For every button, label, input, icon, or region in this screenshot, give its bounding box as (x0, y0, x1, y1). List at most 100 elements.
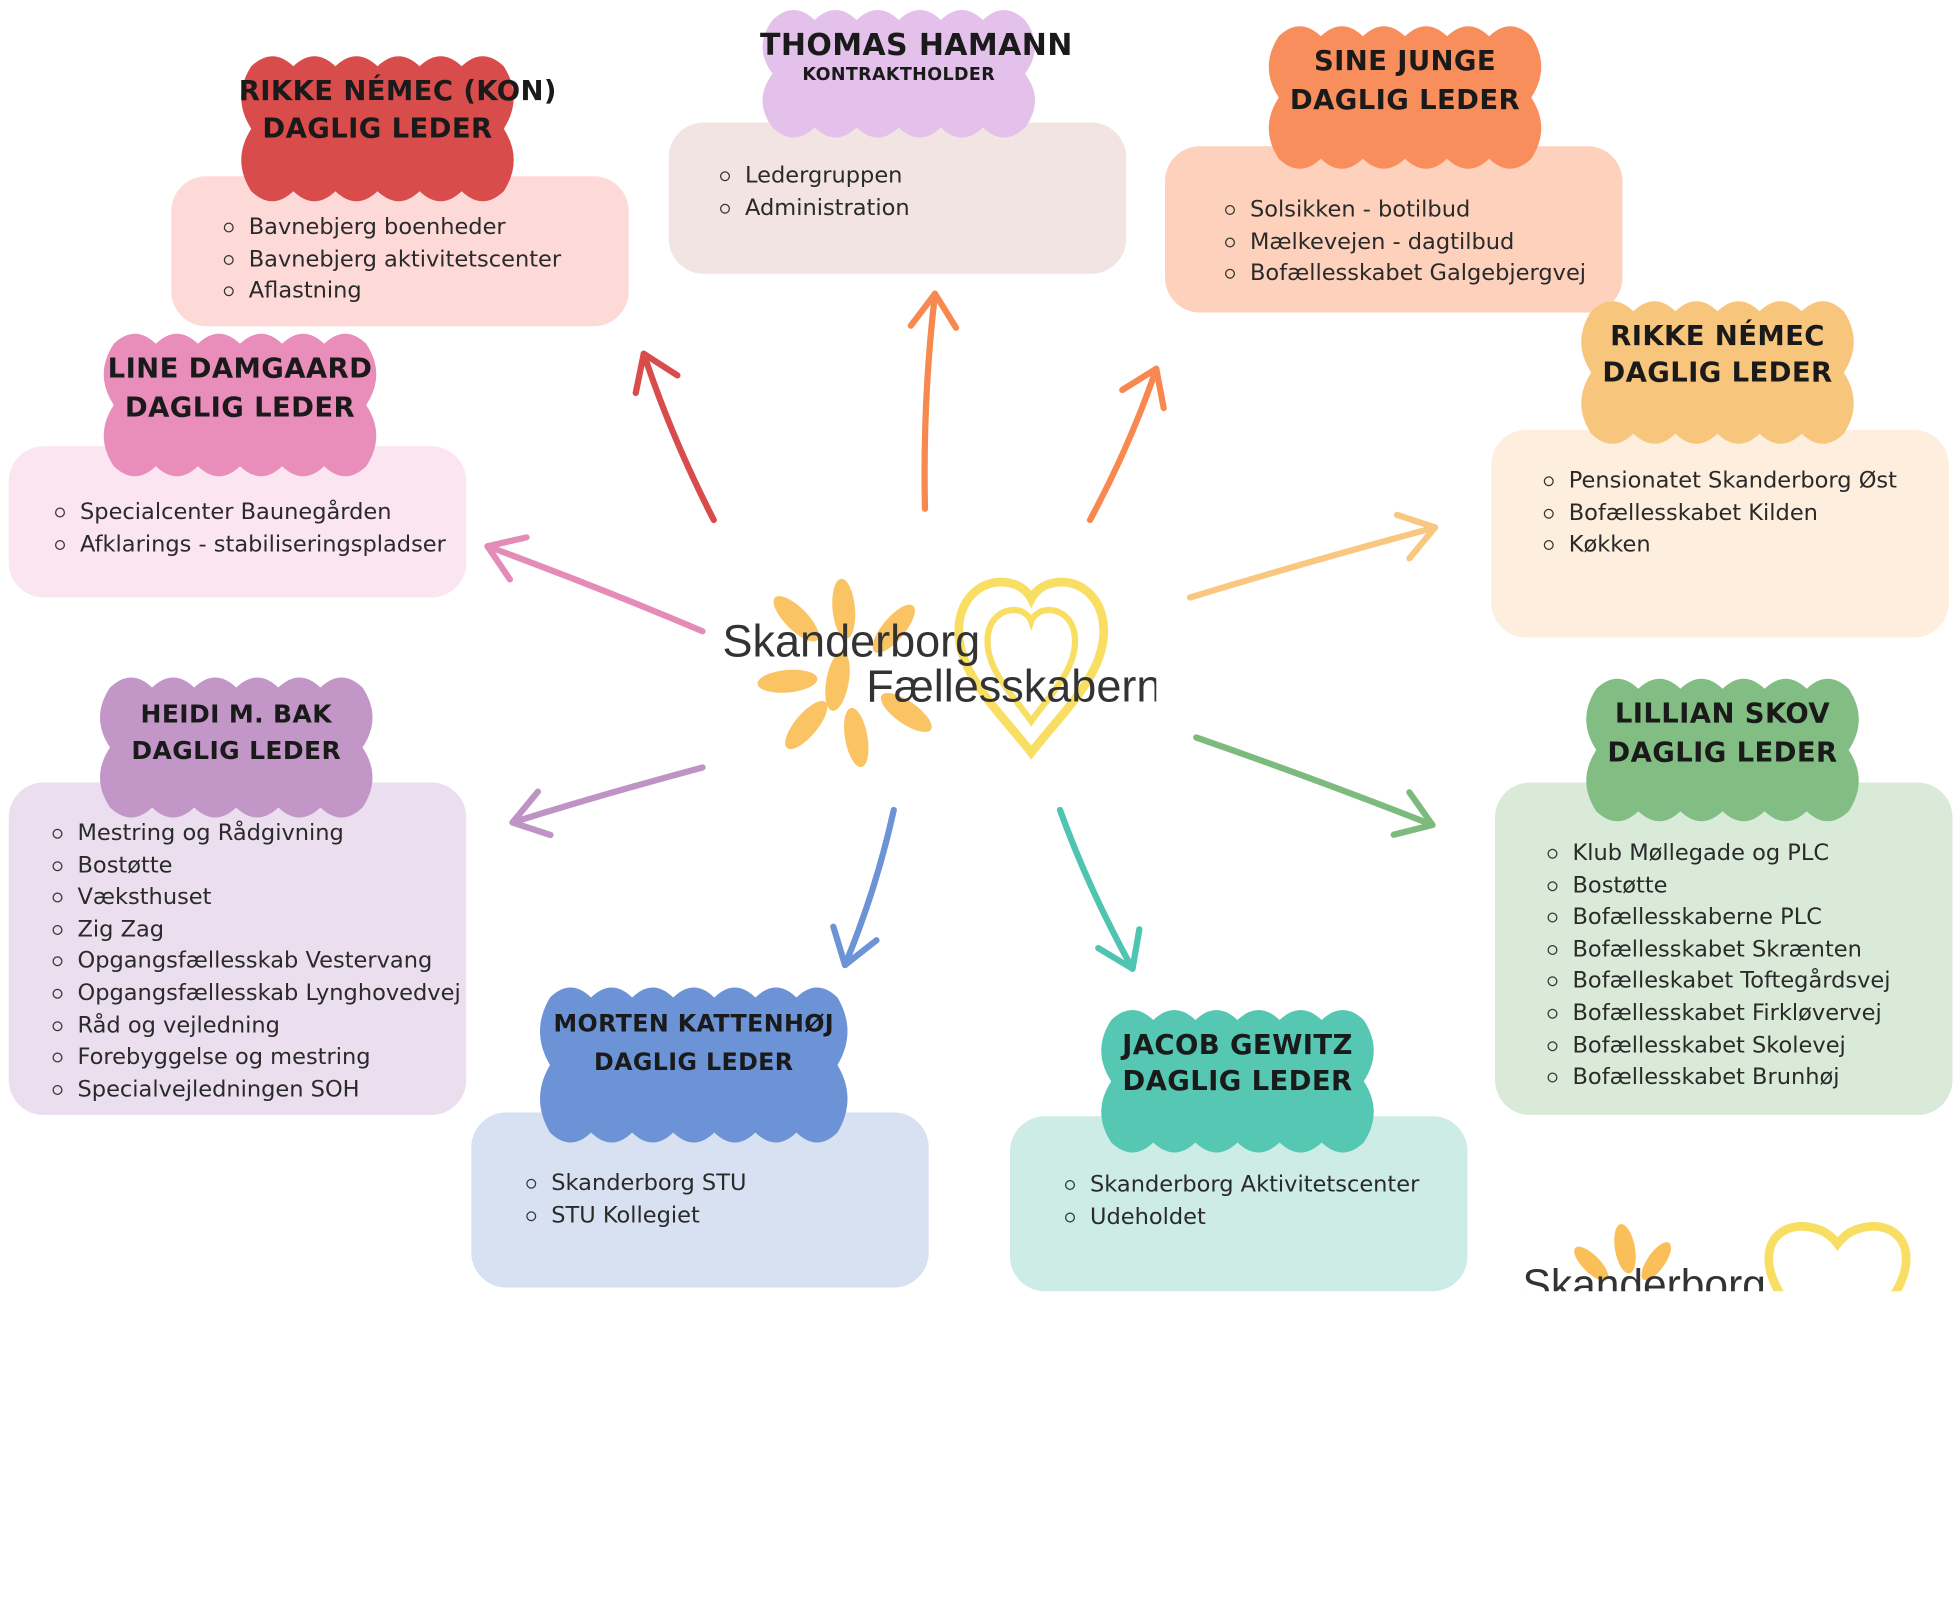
arrow-head (830, 923, 880, 969)
list-item: Bofællesskabet Skrænten (1545, 933, 1953, 965)
leader-name: RIKKE NÉMEC (KON) (238, 75, 557, 107)
leader-name: HEIDI M. BAK (140, 698, 332, 729)
leader-name: SINE JUNGE (1313, 45, 1497, 77)
list-item: Aflastning (221, 275, 629, 307)
logo-petal (880, 692, 932, 733)
list-item: Skanderborg STU (524, 1168, 929, 1200)
cloud-shape (1581, 301, 1854, 444)
list-item: Opgangsfællesskab Vestervang (50, 945, 466, 977)
leader-name: THOMAS HAMANN (760, 27, 1073, 63)
logo-petal (844, 707, 869, 768)
list-item: Bofælleskabet Toftegårdsvej (1545, 965, 1953, 997)
list-item: Væksthuset (50, 881, 466, 913)
list-item: Solsikken - botilbud (1223, 194, 1623, 226)
leader-role: DAGLIG LEDER (1602, 356, 1833, 389)
corner-logo: Skanderborg (1519, 1219, 1919, 1292)
list-item: Bavnebjerg boenheder (221, 211, 629, 243)
arrows-layer (484, 290, 1439, 972)
list-item: Zig Zag (50, 913, 466, 945)
list-item: Administration (718, 192, 1127, 224)
arrow-head (1393, 511, 1439, 562)
arrow-head (484, 534, 530, 583)
arrow-shaft (640, 350, 717, 524)
list-item: Skanderborg Aktivitetscenter (1063, 1169, 1468, 1201)
list-item: Mælkevejen - dagtilbud (1223, 226, 1623, 258)
unit-header-cloud: LILLIAN SKOV DAGLIG LEDER (1584, 676, 1862, 824)
list-item: Køkken (1541, 529, 1949, 561)
arrow-head (509, 788, 554, 839)
unit-header-cloud: MORTEN KATTENHØJ DAGLIG LEDER (538, 985, 851, 1145)
leader-name: MORTEN KATTENHØJ (553, 1009, 835, 1038)
list-item: Bofællesskabet Skolevej (1545, 1029, 1953, 1061)
leader-role: DAGLIG LEDER (131, 735, 342, 765)
list-item: Ledergruppen (718, 160, 1127, 192)
unit-header-cloud: RIKKE NÉMEC (KON) DAGLIG LEDER (238, 54, 557, 204)
list-item: Klub Møllegade og PLC (1545, 838, 1953, 870)
cloud-shape (1586, 678, 1859, 822)
cloud-shape (100, 677, 373, 818)
leader-role: DAGLIG LEDER (1607, 736, 1838, 769)
arrow-head (1390, 789, 1436, 838)
list-item: Bostøtte (50, 849, 466, 881)
list-item: Specialcenter Baunegården (53, 496, 467, 528)
list-item: Bofællesskabet Brunhøj (1545, 1061, 1953, 1093)
leader-role: DAGLIG LEDER (594, 1048, 794, 1076)
arrow-shaft (921, 290, 939, 512)
leader-name: RIKKE NÉMEC (1610, 320, 1825, 352)
arrow-shaft (1056, 806, 1136, 972)
arrow-head (907, 290, 960, 331)
corner-logo-text: Skanderborg (1523, 1262, 1766, 1292)
list-item: Mestring og Rådgivning (50, 818, 466, 850)
leader-role: KONTRAKTHOLDER (802, 65, 996, 86)
center-logo: Skanderborg Fællesskaberne (719, 569, 1186, 769)
arrow-shaft (841, 806, 897, 969)
list-item: Afklarings - stabiliseringspladser (53, 528, 467, 560)
list-item: Bofællesskaberne PLC (1545, 901, 1953, 933)
leader-role: DAGLIG LEDER (124, 391, 356, 424)
leader-role: DAGLIG LEDER (1289, 84, 1521, 116)
unit-header-cloud: HEIDI M. BAK DAGLIG LEDER (98, 675, 376, 820)
logo-line1: Skanderborg (723, 615, 981, 666)
leader-name: JACOB GEWITZ (1122, 1029, 1353, 1061)
logo-petal (872, 604, 915, 653)
logo-petal (757, 669, 818, 693)
logo-petal (825, 651, 850, 711)
arrow-shaft (509, 764, 706, 826)
leader-name: LINE DAMGAARD (107, 353, 373, 385)
list-item: Bofællesskabet Kilden (1541, 497, 1949, 529)
cloud-shape (1268, 26, 1542, 169)
corner-sun-heart-icon: Skanderborg (1523, 1221, 1911, 1292)
sun-heart-icon: Skanderborg Fællesskaberne (723, 577, 1186, 768)
list-item: Opgangsfællesskab Lynghovedvej (50, 977, 466, 1009)
list-item: Specialvejledningen SOH (50, 1073, 466, 1105)
cloud-shape (762, 10, 1035, 138)
unit-header-cloud: SINE JUNGE DAGLIG LEDER (1266, 24, 1544, 172)
arrow-shaft (484, 543, 706, 635)
leader-name: LILLIAN SKOV (1614, 698, 1831, 730)
unit-header-cloud: LINE DAMGAARD DAGLIG LEDER (101, 331, 379, 479)
cloud-shape (103, 333, 377, 477)
list-item: Udeholdet (1063, 1201, 1468, 1233)
list-item: Forebyggelse og mestring (50, 1041, 466, 1073)
logo-line2: Fællesskaberne (866, 660, 1156, 711)
leader-role: DAGLIG LEDER (262, 113, 493, 145)
list-item: Bofællesskabet Galgebjergvej (1223, 258, 1623, 290)
arrow-head (1119, 365, 1167, 412)
